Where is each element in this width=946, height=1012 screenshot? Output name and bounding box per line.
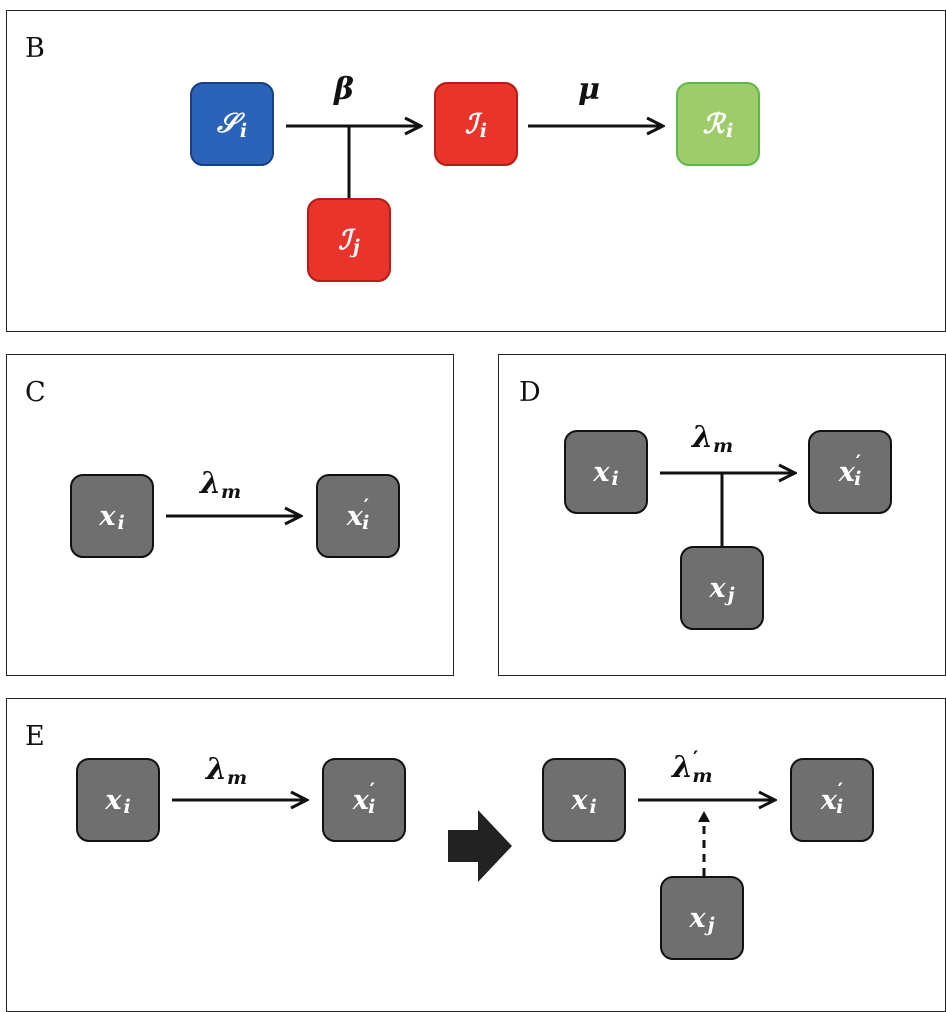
rate-e-right-lambda-sub: m — [692, 765, 713, 787]
node-e-left-x-i-prime: x′i — [322, 758, 406, 842]
node-e-left-x-i-prime-base: x — [352, 784, 369, 816]
node-e-right-x-i-sub: i — [589, 796, 597, 818]
node-e-left-x-i-prime-mark: ′ — [369, 778, 376, 802]
rate-d-lambda-sub: m — [713, 435, 734, 457]
node-e-left-x-i-base: x — [105, 784, 122, 816]
node-b-s-i-base: 𝒮 — [216, 108, 238, 139]
rate-e-left-lambda: λm — [206, 752, 248, 789]
panel-label-c: C — [25, 377, 46, 408]
transition-arrow-icon — [448, 810, 512, 882]
rate-d-lambda: λm — [692, 420, 734, 457]
node-e-right-x-i-prime-base: x — [820, 784, 837, 816]
node-e-right-x-i-prime-sub: i — [836, 796, 844, 818]
rate-b-mu: μ — [578, 72, 600, 107]
node-d-x-i-prime-sub: i — [854, 468, 862, 490]
node-e-right-x-i-prime: x′i — [790, 758, 874, 842]
rate-b-beta: β — [334, 72, 354, 107]
node-d-x-j-base: x — [709, 572, 726, 604]
rate-e-left-lambda-sub: m — [227, 767, 248, 789]
node-d-x-i-prime: x′i — [808, 430, 892, 514]
node-b-i-i-base: ℐ — [465, 108, 478, 140]
node-c-x-i-sub: i — [117, 512, 125, 534]
node-b-r-i-base: ℛ — [702, 108, 725, 140]
rate-e-right-lambda-mark: ′ — [693, 746, 699, 770]
rate-d-lambda-base: λ — [692, 420, 714, 455]
panel-label-d: D — [519, 377, 541, 408]
node-b-s-i-sub: i — [239, 120, 248, 142]
node-d-x-i-base: x — [593, 456, 610, 488]
node-b-i-i-sub: i — [479, 120, 487, 142]
node-d-x-i-sub: i — [611, 468, 619, 490]
rate-c-lambda-sub: m — [221, 481, 242, 503]
panel-label-e: E — [25, 721, 45, 752]
node-e-left-x-i-prime-sub: i — [368, 796, 376, 818]
panel-b: B — [6, 10, 946, 332]
rate-c-lambda-base: λ — [200, 466, 222, 501]
node-d-x-i-prime-mark: ′ — [855, 450, 862, 474]
node-c-x-i-prime-sub: i — [362, 512, 370, 534]
node-e-right-x-j-base: x — [689, 902, 706, 934]
node-c-x-i-prime-mark: ′ — [363, 494, 370, 518]
rate-e-right-lambda-base: λ — [672, 750, 694, 785]
node-d-x-i-prime-base: x — [838, 456, 855, 488]
node-e-right-x-j-sub: j — [707, 914, 715, 936]
node-b-i-j-base: ℐ — [338, 224, 351, 256]
node-c-x-i-prime-base: x — [346, 500, 363, 532]
node-c-x-i-prime: x′i — [316, 474, 400, 558]
panel-label-b: B — [25, 33, 45, 64]
node-b-r-i-sub: i — [726, 120, 734, 142]
node-c-x-i-base: x — [99, 500, 116, 532]
node-d-x-j-sub: j — [727, 584, 735, 606]
node-e-left-x-i-sub: i — [123, 796, 131, 818]
node-b-i-j-sub: j — [352, 236, 360, 258]
rate-e-left-lambda-base: λ — [206, 752, 228, 787]
rate-e-right-lambda-prime: λ′m — [672, 746, 713, 787]
node-e-right-x-i-prime-mark: ′ — [837, 778, 844, 802]
rate-c-lambda: λm — [200, 466, 242, 503]
node-e-right-x-i-base: x — [571, 784, 588, 816]
